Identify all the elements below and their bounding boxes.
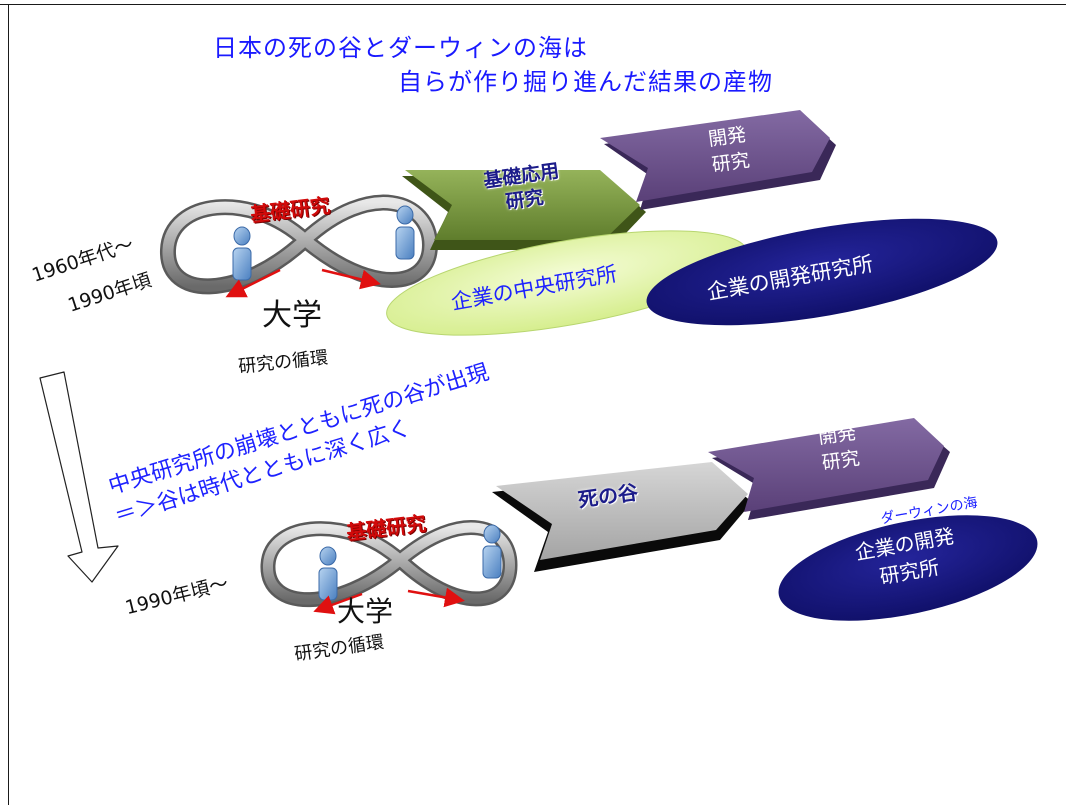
research-cycle-loop-1: [160, 194, 438, 295]
researcher-figure-1a: [232, 226, 252, 281]
red-arrow-1a: [225, 268, 281, 298]
title-line-1: 日本の死の谷とダーウィンの海は: [213, 34, 588, 62]
transition-down-arrow: [39, 371, 119, 583]
red-arrow-2a: [313, 592, 363, 615]
era1-university-label: 大学: [262, 298, 322, 333]
dev-lab-ellipse-2: [778, 515, 1038, 621]
red-arrow-1b: [321, 268, 381, 290]
researcher-figure-2a: [318, 546, 338, 601]
researcher-figure-2b: [482, 524, 502, 579]
development-chevron-2: [708, 418, 950, 520]
era2-university-label: 大学: [337, 595, 394, 628]
research-cycle-loop-2: [260, 520, 518, 608]
dev-lab-ellipse-1: [646, 218, 998, 326]
development-chevron-1: [600, 110, 836, 210]
red-arrow-2b: [407, 587, 465, 608]
researcher-figure-1b: [395, 205, 415, 260]
applied-research-chevron: [402, 170, 646, 250]
slide-left-border: [8, 4, 9, 805]
slide-top-border: [0, 4, 1066, 5]
valley-of-death-chevron: [492, 462, 752, 572]
title-line-2: 自らが作り掘り進んだ結果の産物: [398, 68, 773, 96]
